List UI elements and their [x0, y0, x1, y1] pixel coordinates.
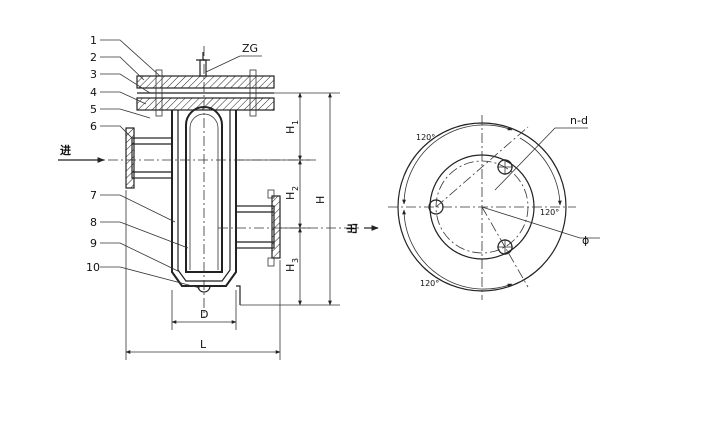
angle-label-top: 120°	[416, 133, 435, 142]
dim-l: L	[200, 338, 207, 351]
callout-3: 3	[90, 68, 97, 81]
dim-d: D	[200, 308, 208, 321]
front-view: 进 出 ZG 1 2 3 4 5 6 7 8 9 10	[58, 34, 379, 360]
callout-8: 8	[90, 216, 97, 229]
zg-label: ZG	[242, 42, 258, 55]
vent-plug	[199, 59, 207, 77]
callout-6: 6	[90, 120, 97, 133]
outlet-label: 出	[345, 223, 359, 234]
callout-2: 2	[90, 51, 97, 64]
height-dimensions: H 1 H 2 H 3 H	[236, 92, 340, 306]
callout-9: 9	[90, 237, 97, 250]
callout-4: 4	[90, 86, 97, 99]
dim-h3: H	[284, 264, 297, 272]
callouts: 1 2 3 4 5 6 7 8 9 10	[86, 34, 201, 289]
callout-7: 7	[90, 189, 97, 202]
cover-flange	[136, 75, 275, 89]
dim-h1: H	[284, 126, 297, 134]
outlet-flange	[271, 195, 281, 259]
dim-h2: H	[284, 192, 297, 200]
angle-label-right: 120°	[540, 208, 559, 217]
body-flange	[136, 97, 275, 111]
callout-5: 5	[90, 103, 97, 116]
inlet-flange	[125, 127, 135, 189]
flange-end-view: 120° 120° 120° n-d ϕ	[388, 114, 600, 300]
hole-spec-label: n-d	[570, 114, 588, 127]
bolt-circle-diameter-label: ϕ	[582, 234, 589, 247]
width-dimensions: D L	[125, 190, 281, 360]
inlet-label: 进	[60, 143, 71, 157]
dim-h2-sub: 2	[291, 186, 300, 191]
dim-h1-sub: 1	[291, 120, 300, 125]
angle-label-bottom: 120°	[420, 279, 439, 288]
dim-h: H	[314, 196, 327, 204]
filter-basket	[185, 106, 223, 273]
dim-h3-sub: 3	[291, 258, 300, 263]
callout-10: 10	[86, 261, 100, 274]
callout-1: 1	[90, 34, 97, 47]
